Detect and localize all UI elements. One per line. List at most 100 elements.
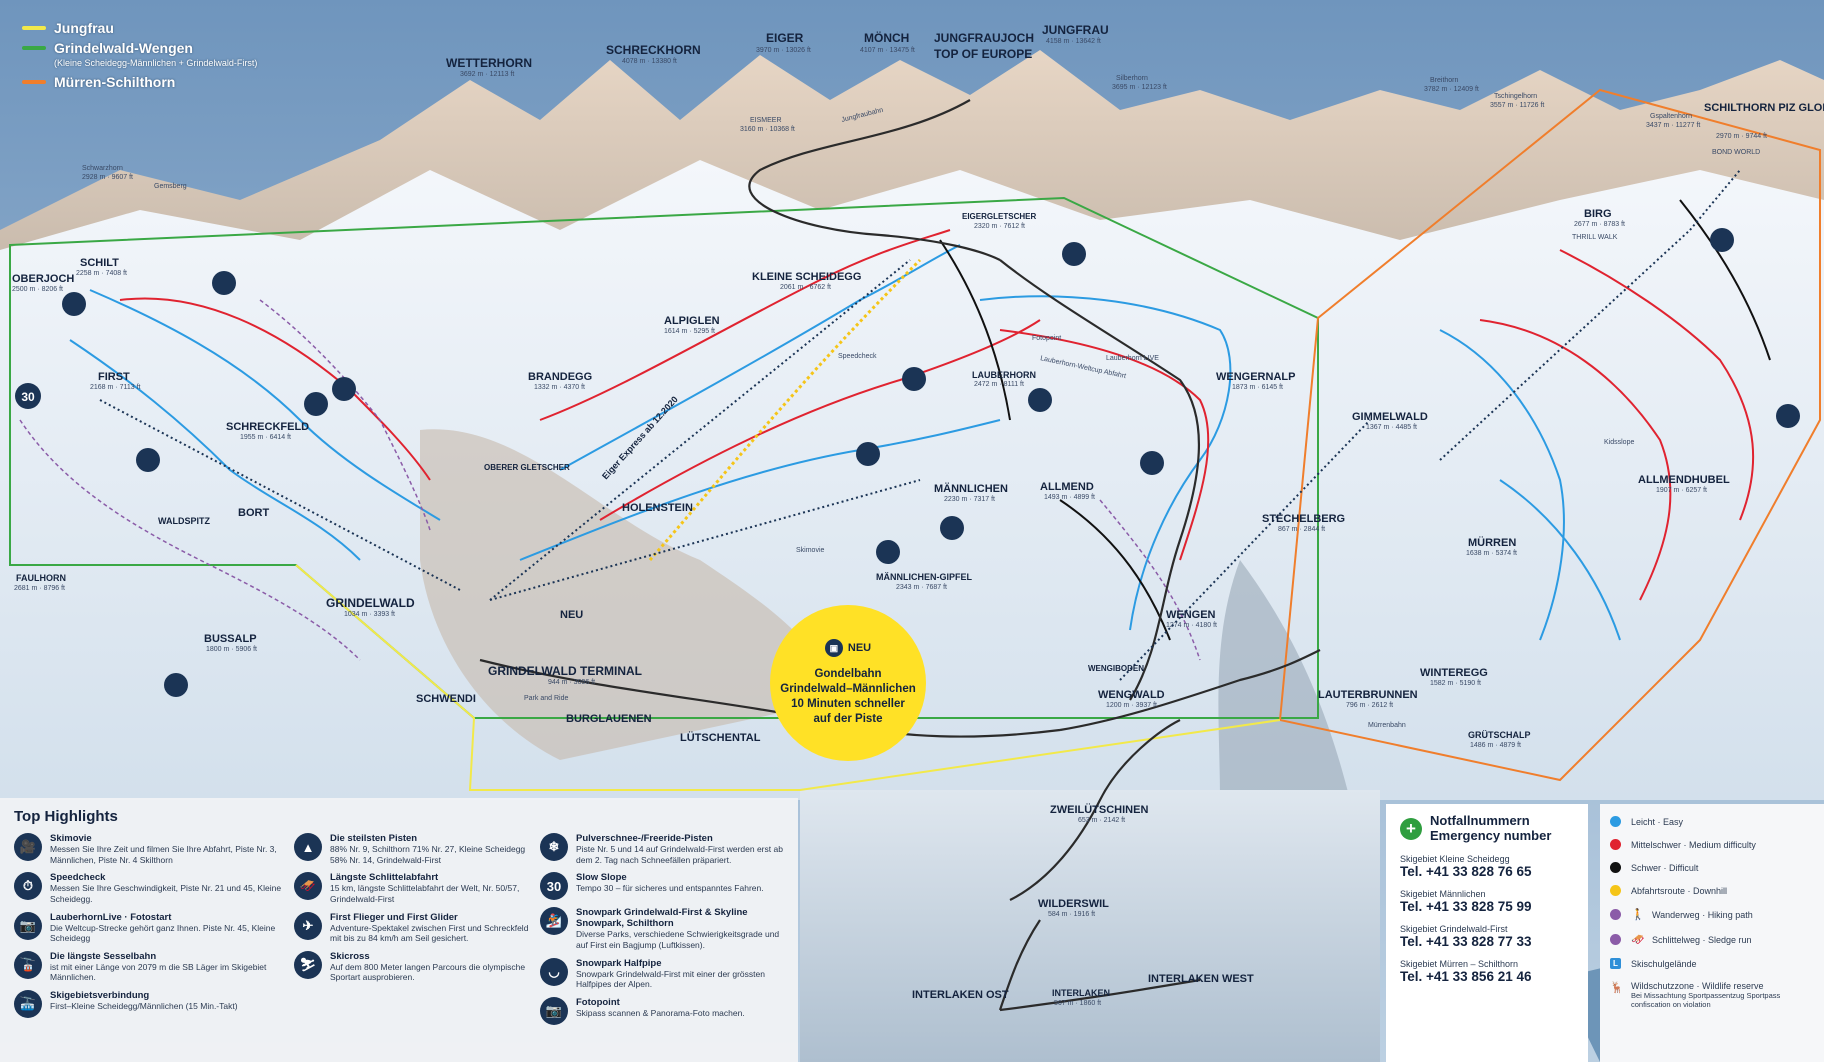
place-label: GRINDELWALD TERMINAL <box>488 664 642 678</box>
gondola-icon: 🚠 <box>14 990 42 1018</box>
peak-label: WETTERHORN <box>446 56 532 70</box>
camera-icon <box>62 292 86 316</box>
peak-elev: 3695 m · 12123 ft <box>1112 84 1167 91</box>
emergency-phone[interactable]: Tel. +41 33 828 75 99 <box>1400 898 1532 914</box>
place-elev: 1486 m · 4879 ft <box>1470 742 1521 749</box>
zone-muerren <box>1278 88 1821 782</box>
thrill-walk-label: THRILL WALK <box>1572 234 1618 241</box>
place-elev: 1274 m · 4180 ft <box>1166 622 1217 629</box>
highlight-desc: Snowpark Grindelwald-First mit einer der… <box>576 968 765 990</box>
medium-dot-icon <box>1610 839 1621 850</box>
place-elev: 1332 m · 4370 ft <box>534 384 585 391</box>
peak-elev: 2928 m · 9607 ft <box>82 174 133 181</box>
place-elev: 567 m · 1860 ft <box>1054 1000 1101 1007</box>
highlight-title: Skimovie <box>50 833 92 844</box>
place-elev: 796 m · 2612 ft <box>1346 702 1393 709</box>
emergency-title: Notfallnummern Emergency number <box>1430 813 1551 844</box>
place-elev: 2320 m · 7612 ft <box>974 223 1025 230</box>
highlight-item: 🏂Snowpark Grindelwald-First & Skyline Sn… <box>540 907 790 950</box>
place-label: ALPIGLEN <box>664 315 720 327</box>
ski-school-icon: L <box>1610 958 1621 969</box>
legend-downhill: Abfahrtsroute · Downhill <box>1610 885 1814 896</box>
map-icons: 30 <box>15 228 1800 697</box>
skimovie-label: Skimovie <box>796 547 825 554</box>
highlight-desc: Skipass scannen & Panorama-Foto machen. <box>576 1007 745 1018</box>
place-label: INTERLAKEN WEST <box>1148 973 1254 985</box>
skicross-icon: ⛷ <box>294 950 322 979</box>
peak-elev: 4158 m · 13642 ft <box>1046 38 1101 45</box>
highlight-desc: Tempo 30 – für sicheres und entspanntes … <box>576 883 764 894</box>
zone-legend: Jungfrau Grindelwald-Wengen (Kleine Sche… <box>22 20 257 94</box>
legend-grindelwald-wengen-label: Grindelwald-Wengen <box>54 40 193 56</box>
difficulty-legend: Leicht · Easy Mittelschwer · Medium diff… <box>1600 804 1824 1062</box>
place-elev: 1907 m · 6257 ft <box>1656 487 1707 494</box>
place-label: INTERLAKEN <box>1052 988 1110 998</box>
place-label: MÄNNLICHEN <box>934 482 1008 495</box>
place-elev: 1800 m · 5906 ft <box>206 646 257 653</box>
jungfrau-color-bar <box>22 26 46 30</box>
kidsslope-label: Kidsslope <box>1604 439 1634 446</box>
peak-label: EISMEER <box>750 117 782 124</box>
highlight-title: Slow Slope <box>576 872 627 884</box>
difficult-dot-icon <box>1610 862 1621 873</box>
interlaken-valley <box>800 790 1380 1062</box>
muerrenbahn-label: Mürrenbahn <box>1368 722 1406 729</box>
speedcheck-label: Speedcheck <box>838 353 877 360</box>
place-label: INTERLAKEN OST <box>912 989 1009 1001</box>
badge-text: Gondelbahn Grindelwald–Männlichen 10 Min… <box>780 667 915 727</box>
place-elev: 653 m · 2142 ft <box>1078 817 1125 824</box>
place-elev: 1614 m · 5295 ft <box>664 328 715 335</box>
place-label: WALDSPITZ <box>158 516 210 526</box>
place-label: GIMMELWALD <box>1352 411 1428 423</box>
place-elev: 2258 m · 7408 ft <box>76 270 127 277</box>
emergency-phone[interactable]: Tel. +41 33 856 21 46 <box>1400 968 1532 984</box>
highlight-desc: Die Weltcup-Strecke gehört ganz Ihnen. P… <box>50 922 276 944</box>
steep-slope-icon <box>1710 228 1734 252</box>
slopes <box>69 199 1771 641</box>
sledge-dot-icon <box>1610 934 1621 945</box>
legend-jungfrau-label: Jungfrau <box>54 20 114 36</box>
place-label: LAUBERHORN <box>972 370 1036 380</box>
place-elev: 1034 m · 3393 ft <box>344 611 395 618</box>
bond-world-label: BOND WORLD <box>1712 149 1760 156</box>
place-label: ALLMEND <box>1040 481 1094 493</box>
emergency-area: Skigebiet Mürren – Schilthorn <box>1400 958 1519 969</box>
place-elev: 2472 m · 8111 ft <box>974 381 1024 388</box>
badge-line: Grindelwald–Männlichen <box>780 683 916 696</box>
emergency-phone[interactable]: Tel. +41 33 828 77 33 <box>1400 933 1532 949</box>
place-label: ALLMENDHUBEL <box>1638 474 1730 486</box>
zone-jungfrau <box>295 564 1281 791</box>
place-elev: 2343 m · 7687 ft <box>896 584 947 591</box>
place-elev: 584 m · 1916 ft <box>1048 911 1095 918</box>
lauberhorn-live-label: Lauberhorn LIVE <box>1106 355 1159 362</box>
emergency-phone[interactable]: Tel. +41 33 828 76 65 <box>1400 863 1532 879</box>
place-label: SCHILT <box>80 257 119 269</box>
halfpipe-icon: ◡ <box>540 957 568 986</box>
hiking-dot-icon <box>1610 909 1621 920</box>
place-elev: 2681 m · 8796 ft <box>14 585 65 592</box>
place-label: LÜTSCHENTAL <box>680 731 761 744</box>
place-elev: 1200 m · 3937 ft <box>1106 702 1157 709</box>
place-elev: 2168 m · 7113 ft <box>90 384 141 391</box>
peak-elev: 4107 m · 13475 ft <box>860 47 915 54</box>
skimovie-icon: 🎥 <box>14 833 42 861</box>
place-label: WENGIBODEN <box>1088 664 1144 673</box>
peak-label: JUNGFRAU <box>1042 23 1109 37</box>
cableways <box>99 169 1741 681</box>
gondola-icon <box>876 540 900 564</box>
highlight-desc: Piste Nr. 5 und 14 auf Grindelwald-First… <box>576 844 783 865</box>
legend-note: Bei Missachtung Sportpassentzug Sportpas… <box>1631 991 1781 1009</box>
place-label: LAUTERBRUNNEN <box>1318 689 1418 701</box>
badge-neu-label: NEU <box>847 642 872 655</box>
legend-easy: Leicht · Easy <box>1610 816 1814 827</box>
